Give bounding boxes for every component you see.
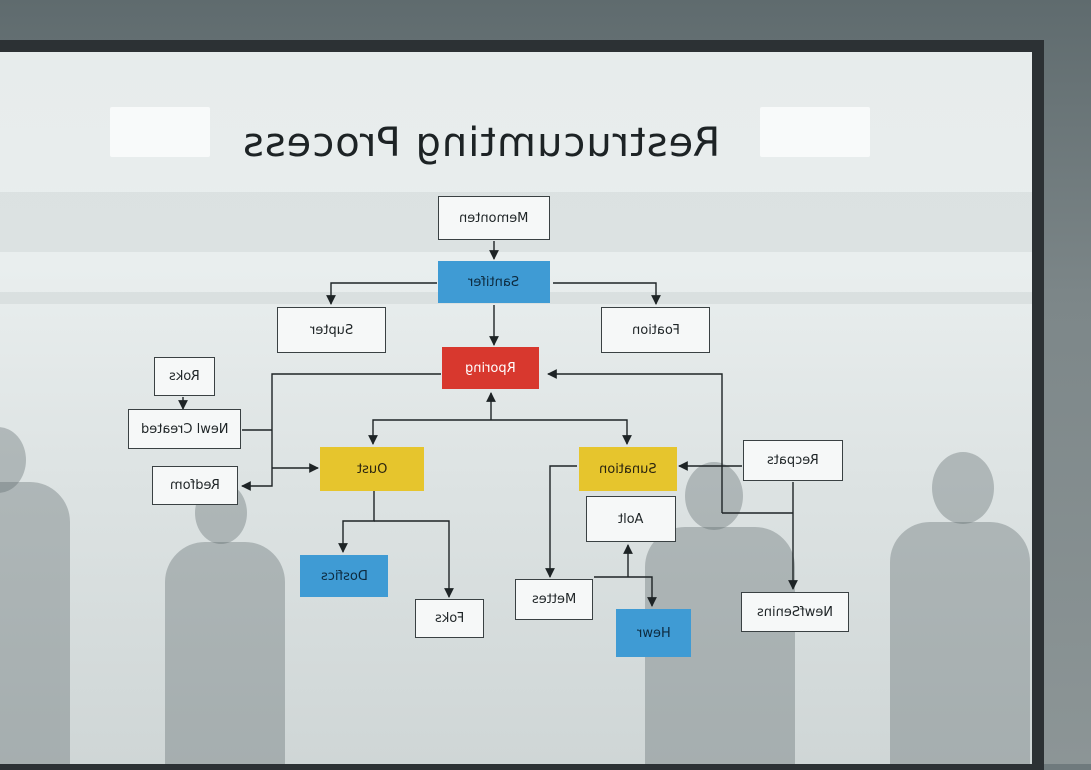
- node-santifer: Santifer: [438, 261, 550, 303]
- node-supter: Supter: [277, 307, 386, 353]
- node-foks: Foks: [415, 599, 484, 638]
- node-roks: Roks: [154, 357, 215, 396]
- person-silhouette: [165, 542, 285, 764]
- person-silhouette: [0, 482, 70, 764]
- node-oust: Oust: [320, 447, 424, 491]
- ceiling-light: [110, 107, 210, 157]
- connector: [338, 491, 375, 553]
- node-redfom: Redfom: [152, 466, 238, 505]
- connector: [491, 419, 632, 445]
- connector: [368, 419, 491, 445]
- node-aolt: Aolt: [586, 496, 676, 542]
- node-newly-created: Newl Created: [128, 409, 241, 449]
- connector: [594, 576, 657, 607]
- person-head: [685, 462, 743, 530]
- connector: [374, 520, 454, 598]
- node-sunation: Sunation: [579, 447, 677, 491]
- node-mettes: Mettes: [515, 579, 593, 620]
- connector: [545, 465, 577, 578]
- person-head: [932, 452, 994, 524]
- node-memonten: Memonten: [438, 196, 550, 240]
- connector: [553, 282, 661, 305]
- person-silhouette: [890, 522, 1030, 764]
- connector: [547, 369, 723, 513]
- node-dosfics: Dosfics: [300, 555, 388, 597]
- connector: [326, 282, 437, 305]
- node-newfsenins: NewfSenins: [741, 592, 849, 632]
- ceiling-light: [760, 107, 870, 157]
- node-hewr: Hewr: [616, 609, 691, 657]
- node-foation: Foation: [601, 307, 710, 353]
- node-recpats: Recpats: [743, 440, 843, 481]
- node-rporing: Rporing: [442, 347, 539, 389]
